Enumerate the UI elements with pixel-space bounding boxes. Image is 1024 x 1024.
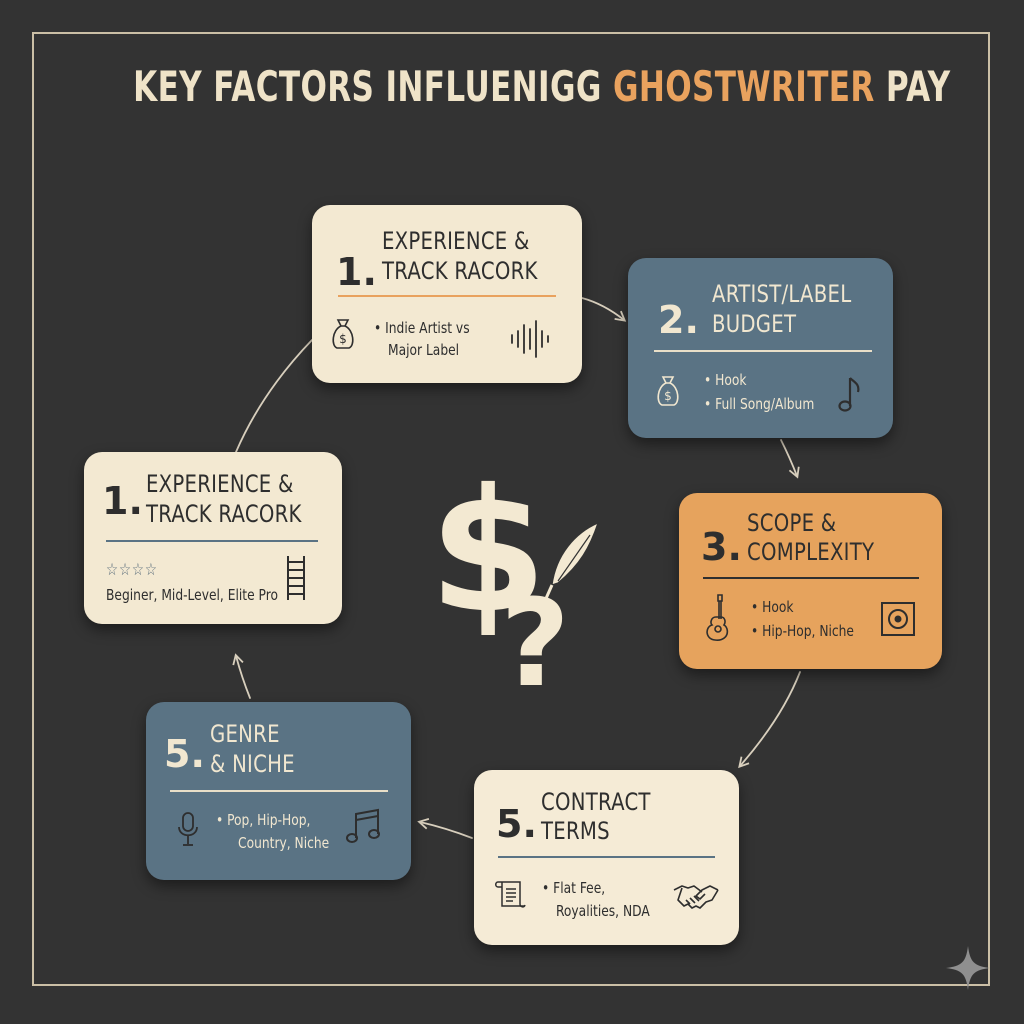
card-number: 5. [496,802,537,846]
arrow-3-to-4 [738,671,801,769]
arrow-6-to-1 [235,339,313,453]
music-notes-icon [346,808,382,844]
microphone-icon [176,810,200,850]
speaker-icon [880,601,916,637]
card-heading-line-1: GENRE [210,720,280,748]
card-genre-niche: 5. GENRE & NICHE • Pop, Hip-Hop, Country… [146,702,411,880]
page-title: KEY FACTORS INFLUENIGG GHOSTWRITER PAY [133,62,950,111]
money-bag-icon: $ [329,317,357,351]
sound-wave-icon [508,319,550,359]
card-heading-line-2: TRACK RACORK [146,500,302,528]
card-item: Major Label [388,341,460,359]
card-experience-top: 1. EXPERIENCE & TRACK RACORK $ • Indie A… [312,205,582,383]
money-bag-icon: $ [654,374,682,408]
card-heading-line-1: SCOPE & [747,509,837,537]
card-number: 3. [701,525,742,569]
card-heading-line-1: EXPERIENCE & [382,227,530,255]
card-divider [338,295,556,297]
card-divider [654,350,872,352]
svg-text:$: $ [440,453,547,651]
ladder-icon [284,554,308,602]
svg-text:$: $ [664,389,672,403]
card-heading-line-2: & NICHE [210,750,295,778]
card-heading-line-2: COMPLEXITY [747,538,875,566]
card-number: 5. [164,732,205,776]
card-divider [498,856,715,858]
title-part-3: PAY [874,62,951,111]
card-divider [170,790,388,792]
card-divider [106,540,318,542]
card-number: 1. [336,250,377,294]
card-scope-complexity: 3. SCOPE & COMPLEXITY • Hook • Hip-Hop, … [679,493,942,669]
card-contract-terms: 5. CONTRACT TERMS • Flat Fee, Royalities… [474,770,739,945]
card-heading-line-2: TERMS [541,817,610,845]
card-artist-label-budget: 2. ARTIST/LABEL BUDGET $ • Hook • Full S… [628,258,893,438]
quill-icon [542,521,599,604]
guitar-icon [701,593,731,643]
center-symbol: $ ? [429,435,610,714]
card-heading-line-1: EXPERIENCE & [146,470,294,498]
card-item: • Hook [704,371,747,389]
music-note-icon [836,374,862,414]
outer-frame [32,32,990,986]
sparkle-icon [944,944,992,996]
card-item: • Flat Fee, [542,879,606,897]
card-item: Country, Niche [238,834,330,852]
svg-text:?: ? [500,575,570,695]
question-mark-icon: ? [500,575,570,714]
card-heading-line-2: BUDGET [712,310,797,338]
dollar-sign-icon: $ [429,453,547,651]
arrow-4-to-5 [417,818,473,839]
card-number: 1. [102,479,143,523]
card-item: • Full Song/Album [704,395,815,413]
arrow-5-to-6 [232,653,251,699]
arrow-1-to-2 [581,297,627,322]
card-heading-line-2: TRACK RACORK [382,257,538,285]
svg-text:$: $ [339,332,347,346]
title-highlight: GHOSTWRITER [612,62,875,111]
card-item: • Hook [751,598,794,616]
card-experience-left: 1. EXPERIENCE & TRACK RACORK ☆☆☆☆ Begine… [84,452,342,624]
rating-stars: ☆☆☆☆ [106,560,158,580]
card-heading-line-1: CONTRACT [541,788,651,816]
card-heading-line-1: ARTIST/LABEL [712,280,852,308]
scroll-icon [494,878,528,910]
card-divider [703,577,919,579]
arrow-2-to-3 [780,439,800,479]
card-item: • Hip-Hop, Niche [751,622,854,640]
card-item: • Indie Artist vs [374,319,470,337]
card-item: Beginer, Mid-Level, Elite Pro [106,586,278,604]
handshake-icon [672,882,720,912]
title-part-1: KEY FACTORS INFLUENIGG [133,62,613,111]
card-item: • Pop, Hip-Hop, [216,811,311,829]
card-number: 2. [658,298,699,342]
card-item: Royalities, NDA [556,902,650,920]
